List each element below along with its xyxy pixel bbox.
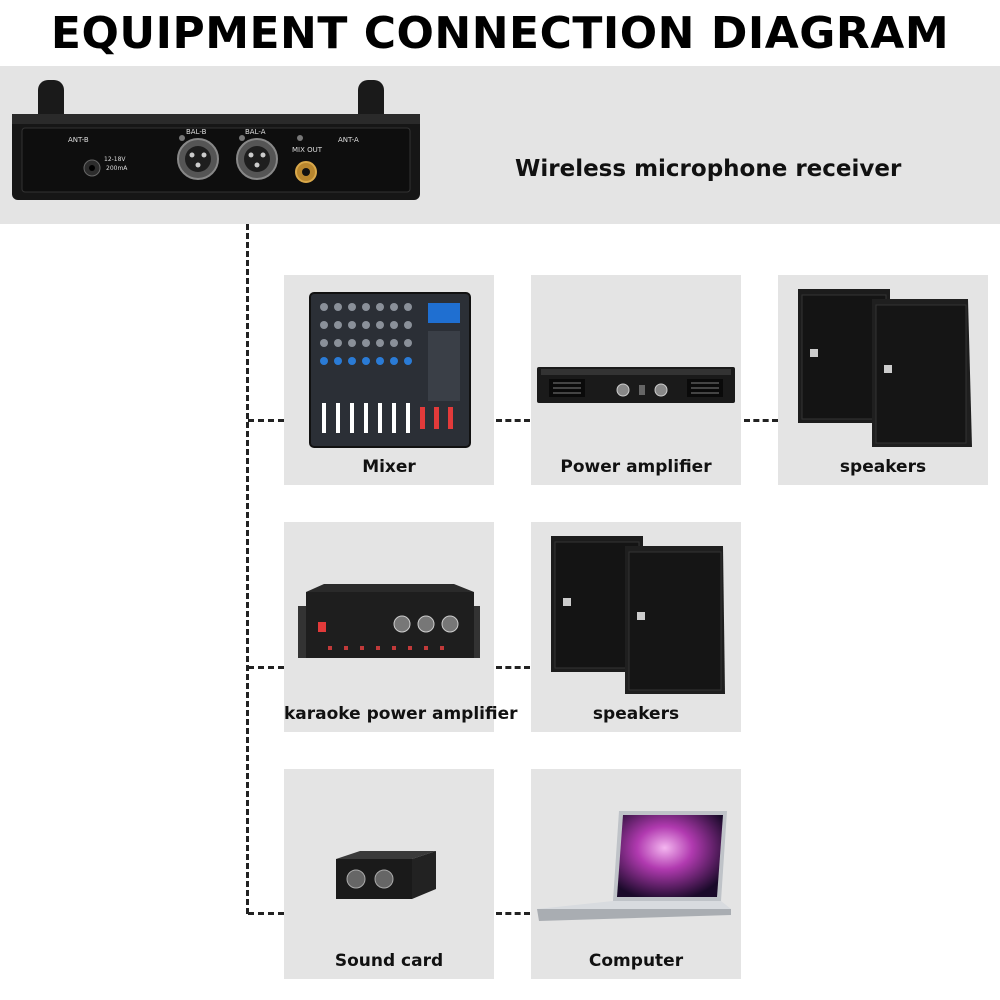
port-label-ant-a: ANT-A [338,136,359,144]
receiver-label: Wireless microphone receiver [515,156,902,182]
device-label-speakers-row2: speakers [592,704,680,724]
device-label-karaoke-amplifier: karaoke power amplifier [284,704,518,724]
device-label-sound-card: Sound card [334,951,444,971]
device-card-karaoke-amplifier: karaoke power amplifier [284,522,518,732]
device-card-power-amplifier: Power amplifier [531,275,741,485]
sound-card-image [336,851,436,899]
karaoke-amplifier-image [298,584,480,658]
port-label-ant-b: ANT-B [68,136,89,144]
connector-karaoke-to-speakers [496,666,530,669]
device-card-computer: Computer [531,769,741,979]
port-label-bal-a: BAL-A [245,128,266,136]
device-card-sound-card: Sound card [284,769,494,979]
port-label-bal-b: BAL-B [186,128,207,136]
speakers-image-row1 [798,289,972,447]
connector-main-vertical [246,224,249,914]
device-label-mixer: Mixer [362,457,416,477]
speakers-image-row2 [551,536,725,694]
device-label-computer: Computer [588,951,684,971]
receiver-image [12,80,420,200]
connector-soundcard-to-computer [496,912,530,915]
connector-to-sound-card [248,912,284,915]
device-label-speakers-row1: speakers [839,457,927,477]
port-label-mix-out: MIX OUT [292,146,323,154]
device-card-speakers-row1: speakers [778,275,988,485]
receiver-panel: ANT-B ANT-A BAL-B BAL-A MIX OUT 12-18V 2… [0,66,1000,224]
device-card-speakers-row2: speakers [531,522,741,732]
port-label-power-current: 200mA [106,165,128,172]
page-title: EQUIPMENT CONNECTION DIAGRAM [50,8,950,59]
device-card-mixer: Mixer [284,275,494,485]
connector-amp-to-speakers [744,419,778,422]
connector-to-karaoke-amp [248,666,284,669]
laptop-image [537,811,731,921]
connector-to-mixer [248,419,284,422]
connector-mixer-to-amp [496,419,530,422]
mixer-image [309,292,471,448]
device-label-power-amplifier: Power amplifier [560,457,712,477]
power-amplifier-image [537,367,735,403]
port-label-power-voltage: 12-18V [104,156,126,163]
